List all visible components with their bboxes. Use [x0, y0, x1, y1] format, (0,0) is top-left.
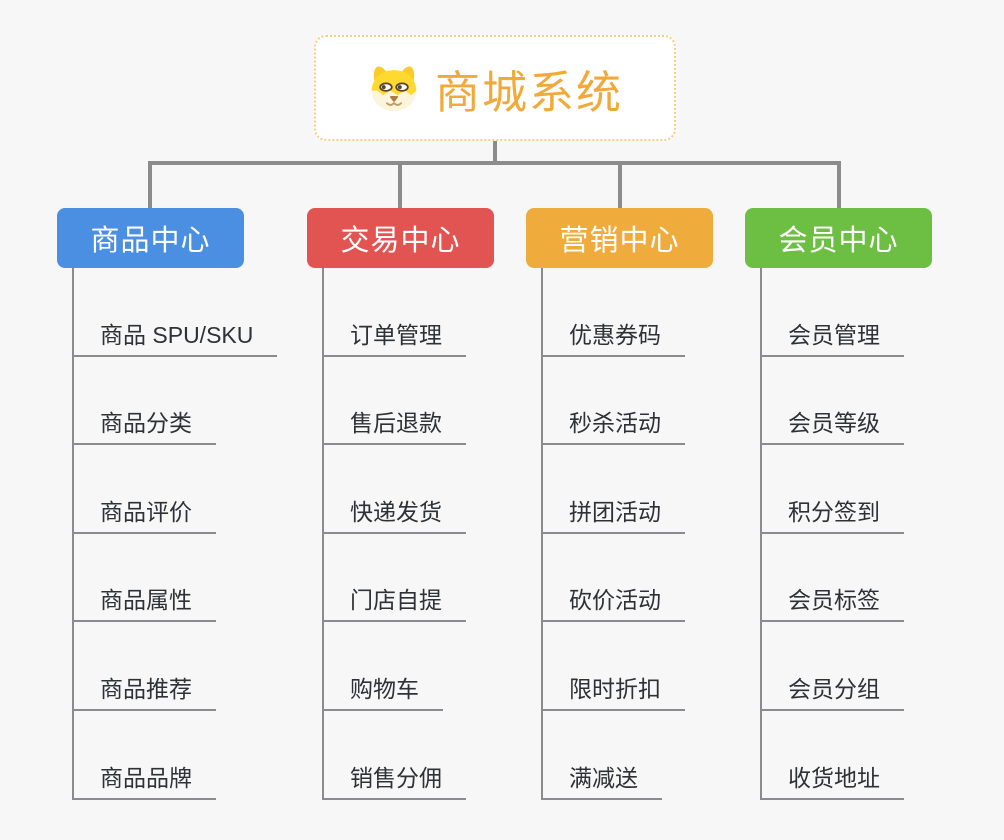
branch-node-trade-center[interactable]: 交易中心 [307, 208, 494, 268]
mindmap-leaf[interactable]: 秒杀活动 [541, 412, 685, 445]
branch-column-member: 会员中心 会员管理 会员等级 积分签到 会员标签 会员分组 收货地址 [745, 208, 1004, 808]
children-connector-line [72, 268, 74, 800]
branch-column-marketing: 营销中心 优惠券码 秒杀活动 拼团活动 砍价活动 限时折扣 满减送 [526, 208, 786, 808]
mindmap-leaf[interactable]: 商品 SPU/SKU [72, 324, 278, 357]
mindmap-leaf[interactable]: 门店自提 [322, 589, 466, 622]
mindmap-leaf[interactable]: 会员标签 [760, 589, 904, 622]
branch-column-product: 商品中心 商品 SPU/SKU 商品分类 商品评价 商品属性 商品推荐 商品品牌 [57, 208, 317, 808]
mindmap-leaf[interactable]: 积分签到 [760, 501, 904, 534]
children-connector-line [541, 268, 543, 800]
mindmap-leaf[interactable]: 会员分组 [760, 678, 904, 711]
mindmap-leaf[interactable]: 商品推荐 [72, 678, 216, 711]
mindmap-leaf[interactable]: 商品属性 [72, 589, 216, 622]
branch-node-product-center[interactable]: 商品中心 [57, 208, 244, 268]
mindmap-leaf[interactable]: 售后退款 [322, 412, 466, 445]
mindmap-leaf[interactable]: 限时折扣 [541, 678, 685, 711]
dog-face-icon [367, 63, 421, 113]
mindmap-leaf[interactable]: 优惠券码 [541, 324, 685, 357]
mindmap-leaf[interactable]: 商品评价 [72, 501, 216, 534]
mindmap-leaf[interactable]: 拼团活动 [541, 501, 685, 534]
mindmap-leaf[interactable]: 快递发货 [322, 501, 466, 534]
mindmap-leaf[interactable]: 销售分佣 [322, 767, 466, 800]
mindmap-leaf[interactable]: 商品品牌 [72, 767, 216, 800]
mindmap-leaf[interactable]: 砍价活动 [541, 589, 685, 622]
root-title: 商城系统 [434, 66, 623, 118]
children-connector-line [760, 268, 762, 800]
mindmap-leaf[interactable]: 收货地址 [760, 767, 904, 800]
mindmap-leaf[interactable]: 购物车 [322, 678, 443, 711]
mindmap-leaf[interactable]: 商品分类 [72, 412, 216, 445]
branch-node-member-center[interactable]: 会员中心 [745, 208, 932, 268]
mindmap-leaf[interactable]: 订单管理 [322, 324, 466, 357]
mindmap-leaf[interactable]: 会员管理 [760, 324, 904, 357]
mindmap-leaf[interactable]: 满减送 [541, 767, 662, 800]
mindmap-leaf[interactable]: 会员等级 [760, 412, 904, 445]
root-node[interactable]: 商城系统 [314, 35, 676, 141]
children-connector-line [322, 268, 324, 800]
branch-column-trade: 交易中心 订单管理 售后退款 快递发货 门店自提 购物车 销售分佣 [307, 208, 567, 808]
branch-node-marketing-center[interactable]: 营销中心 [526, 208, 713, 268]
